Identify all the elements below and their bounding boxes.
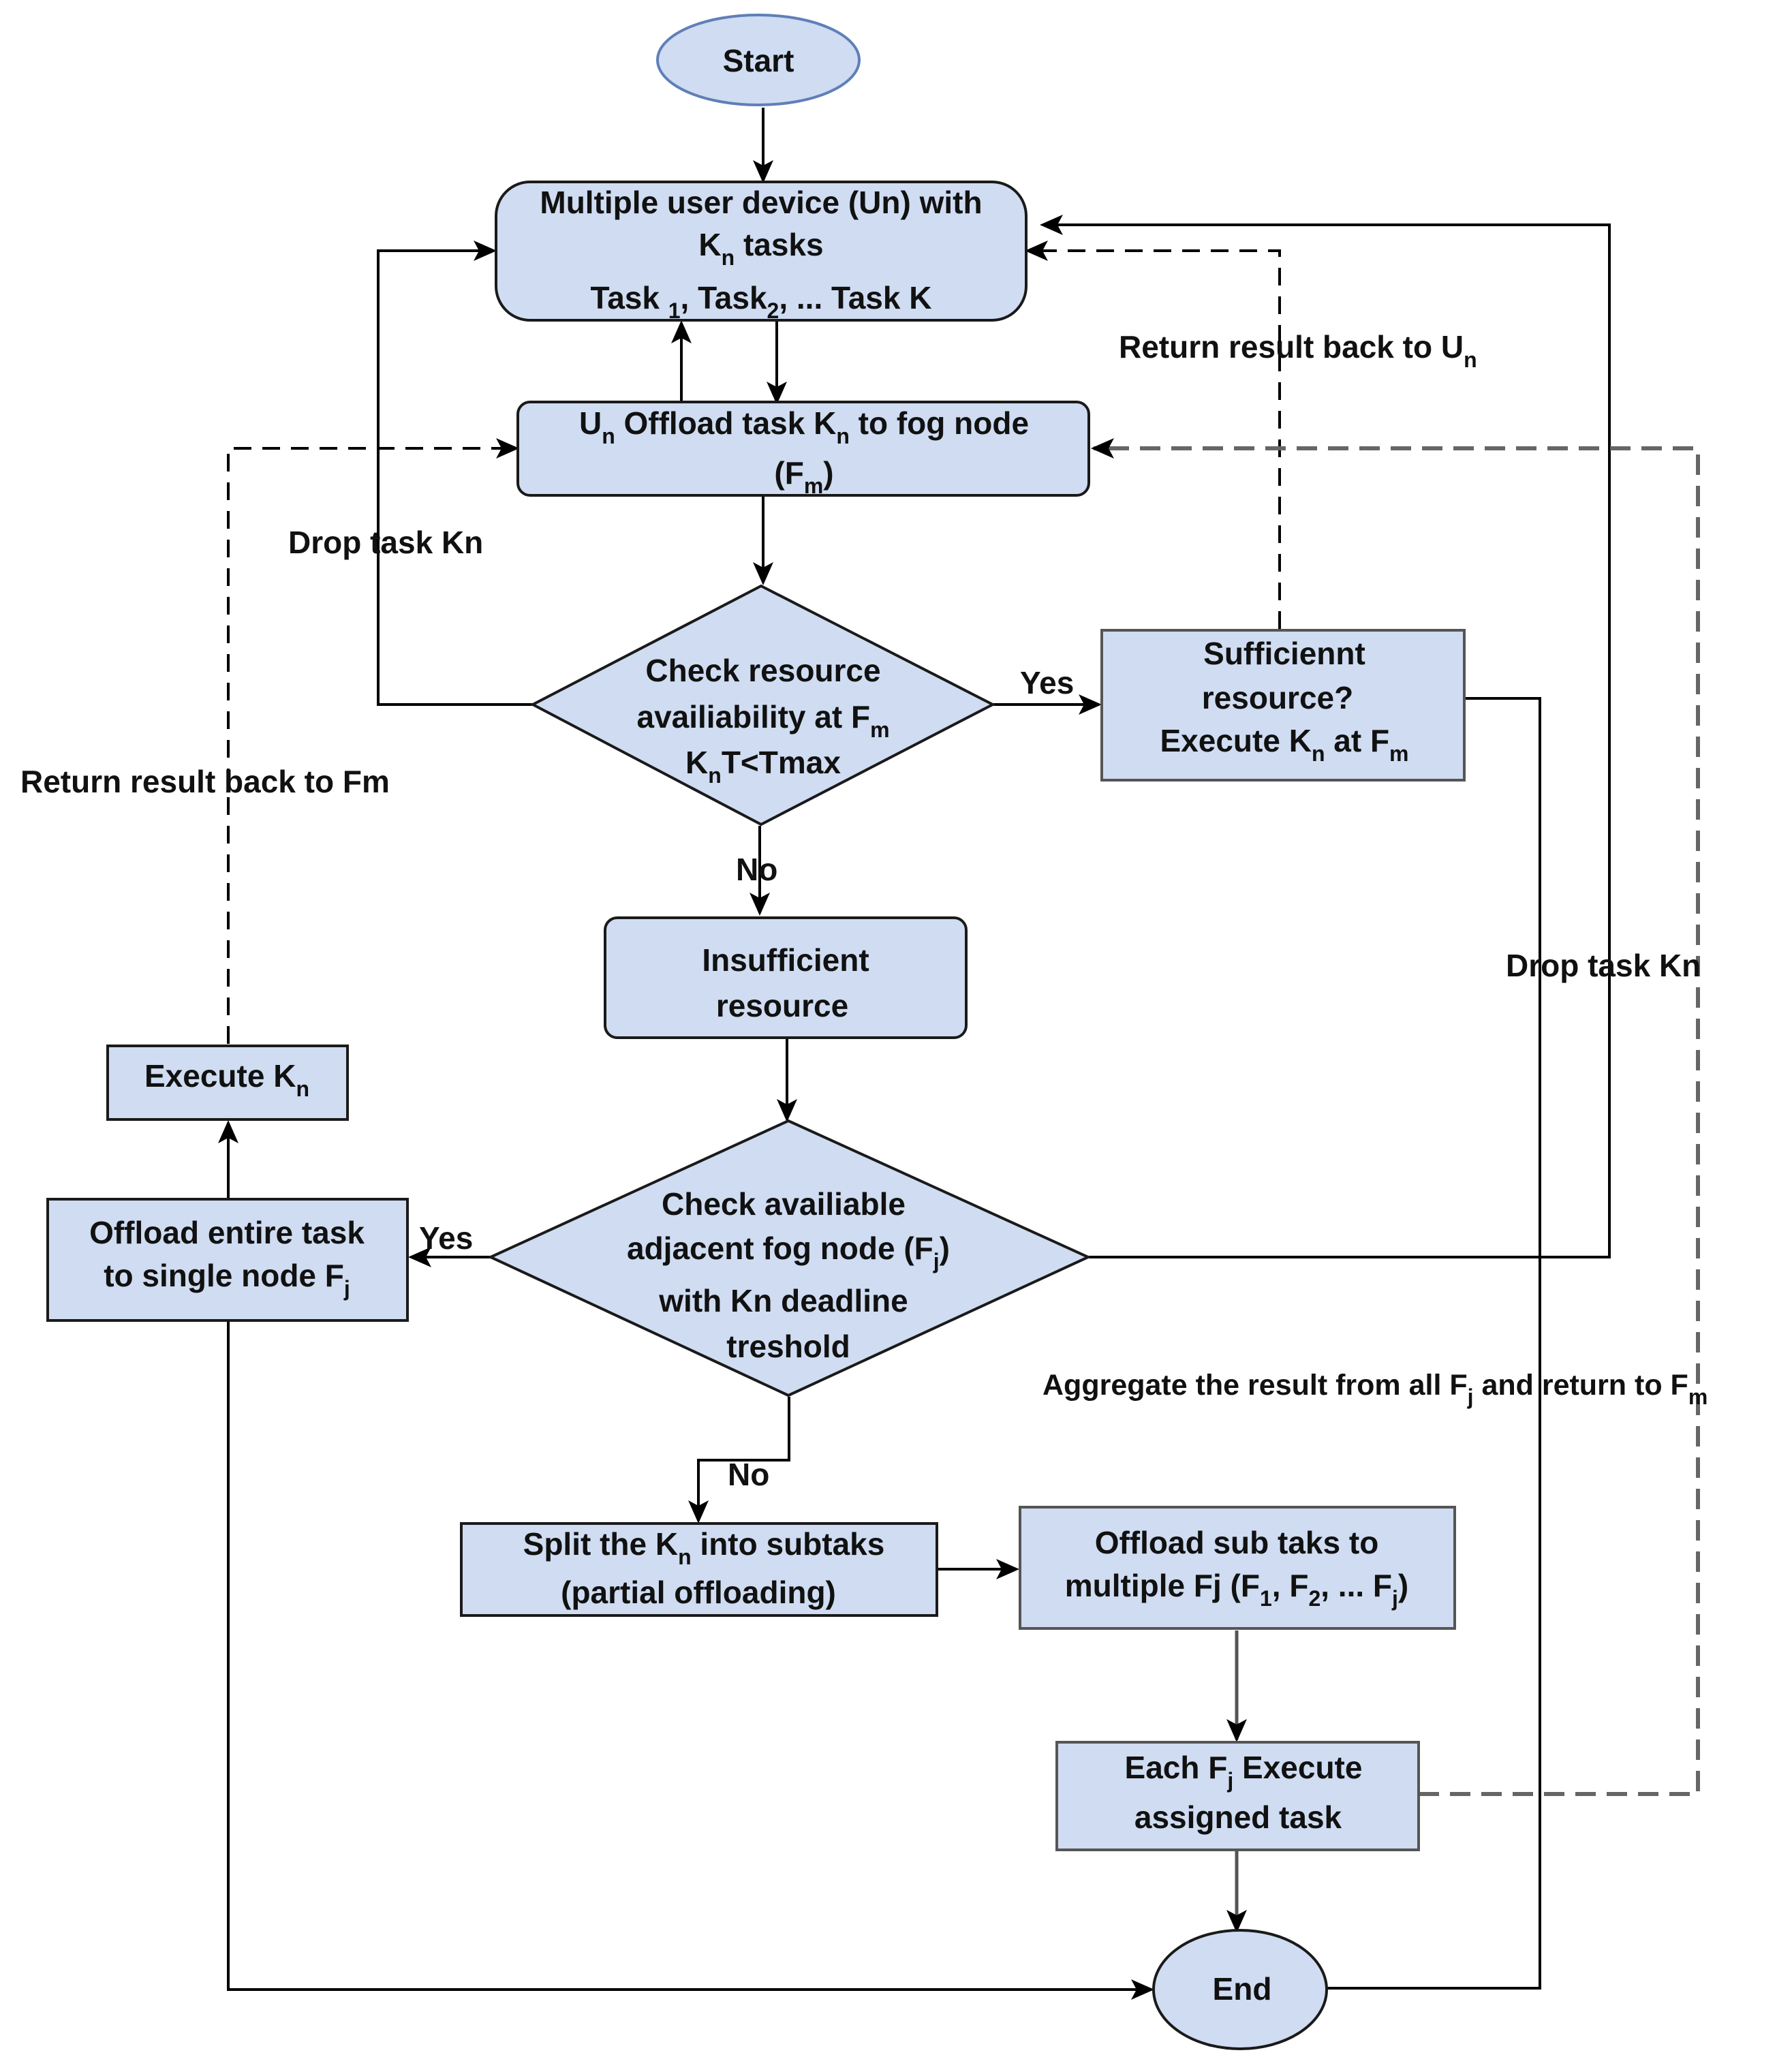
check-adjacent-line2: adjacent fog node (Fj) (627, 1231, 950, 1273)
offload-single-line2: to single node Fj (104, 1258, 350, 1301)
edge-labels: Return result back to Un Drop task Kn Re… (20, 329, 1708, 1492)
check-adjacent-line3: with Kn deadline (658, 1283, 908, 1318)
offload-multiple-node: Offload sub taks to multiple Fj (F1, F2,… (1019, 1506, 1456, 1630)
execute-kn-label: Execute Kn (144, 1058, 309, 1101)
label-yes-2: Yes (419, 1220, 473, 1256)
sufficient-line1: Sufficiennt (1203, 636, 1365, 671)
edge-single-to-end (227, 1322, 1154, 2000)
offload-single-node: Offload entire task to single node Fj (46, 1198, 409, 1322)
each-execute-node: Each Fj Execute assigned task (1055, 1741, 1420, 1851)
check-resource-line2: availiability at Fm (636, 699, 889, 742)
sufficient-line2: resource? (1202, 680, 1353, 715)
sufficient-node: Sufficiennt resource? Execute Kn at Fm (1100, 629, 1466, 782)
offload-line1: Un Offload task Kn to fog node (579, 405, 1029, 448)
start-label: Start (723, 43, 794, 78)
label-drop-task-left: Drop task Kn (288, 525, 483, 560)
edge-return-to-fm (227, 438, 519, 1044)
edge-return-to-un (1025, 241, 1281, 629)
insufficient-node: Insufficient resource (604, 916, 968, 1039)
check-resource-line1: Check resource (645, 653, 880, 688)
user-devices-node: Multiple user device (Un) with Kn tasks … (495, 181, 1028, 323)
split-line1: Split the Kn into subtaks (523, 1526, 885, 1569)
each-execute-line2: assigned task (1134, 1799, 1342, 1835)
label-no-2: No (728, 1457, 769, 1492)
check-resource-line3: KnT<Tmax (685, 745, 841, 788)
offload-multiple-line1: Offload sub taks to (1095, 1525, 1379, 1560)
user-devices-line1: Multiple user device (Un) with (540, 185, 982, 220)
user-devices-line3: Task 1, Task2, ... Task K (591, 280, 932, 323)
edge-sufficient-to-end (1327, 697, 1541, 1990)
label-return-un: Return result back to Un (1119, 329, 1477, 372)
edges (218, 108, 1700, 2000)
end-node: End (1152, 1929, 1328, 2050)
check-adjacent-line4: treshold (726, 1329, 850, 1364)
label-no-1: No (736, 852, 777, 887)
each-execute-line1: Each Fj Execute (1125, 1750, 1363, 1793)
split-node: Split the Kn into subtaks (partial offlo… (460, 1522, 938, 1617)
edge-adjacent-no (688, 1397, 790, 1524)
offload-multiple-line2: multiple Fj (F1, F2, ... Fj) (1065, 1568, 1408, 1611)
sufficient-line3: Execute Kn at Fm (1160, 723, 1409, 766)
check-resource-decision: Check resource availiability at Fm KnT<T… (529, 584, 996, 826)
offload-node: Un Offload task Kn to fog node (Fm) (516, 401, 1090, 498)
insufficient-line1: Insufficient (702, 942, 869, 978)
end-label: End (1213, 1971, 1272, 2007)
execute-kn-node: Execute Kn (106, 1045, 349, 1121)
start-node: Start (656, 14, 861, 106)
insufficient-line2: resource (716, 988, 848, 1023)
label-drop-task-right: Drop task Kn (1506, 948, 1701, 983)
check-adjacent-decision: Check availiable adjacent fog node (Fj) … (487, 1119, 1092, 1397)
user-devices-line2: Kn tasks (698, 227, 823, 270)
label-yes-1: Yes (1020, 665, 1074, 700)
label-aggregate: Aggregate the result from all Fj and ret… (1042, 1369, 1708, 1409)
label-return-fm: Return result back to Fm (20, 764, 390, 799)
offload-line2: (Fm) (774, 455, 833, 498)
split-line2: (partial offloading) (561, 1575, 836, 1610)
check-adjacent-line1: Check availiable (662, 1186, 906, 1222)
edge-drop-task-left (377, 241, 533, 706)
edge-drop-task-right (1040, 215, 1611, 1258)
edge-aggregate-to-fm (1091, 438, 1700, 1796)
offload-single-line1: Offload entire task (89, 1215, 365, 1250)
